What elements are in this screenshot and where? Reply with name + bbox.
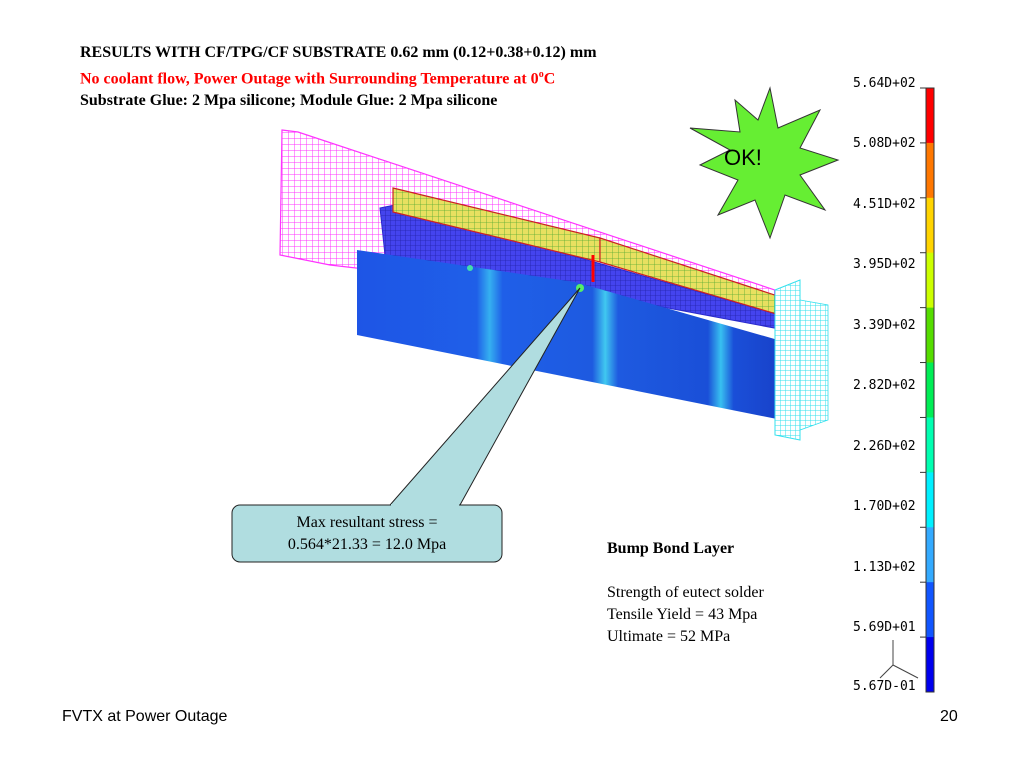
colorbar-label: 5.67D-01 [853,679,916,694]
end-mesh [774,279,801,441]
colorbar-band [926,307,934,364]
colorbar-band [926,582,934,638]
colorbar-band [926,637,934,693]
stress-point-2 [467,265,473,271]
colorbar-band [926,417,934,473]
degree-superscript: o [538,69,544,80]
slide-title-line2: No coolant flow, Power Outage with Surro… [80,64,597,90]
colorbar-label: 2.26D+02 [853,439,916,454]
callout-box [231,504,503,563]
slide-title-block: RESULTS WITH CF/TPG/CF SUBSTRATE 0.62 mm… [80,42,597,112]
colorbar-band [926,88,934,144]
colorbar-band [926,362,934,418]
colorbar-band [926,142,934,199]
stress-plate [357,250,785,420]
slide-title-line1: RESULTS WITH CF/TPG/CF SUBSTRATE 0.62 mm… [80,44,597,61]
axis-triad-icon [879,640,919,679]
bump-bond-heading: Bump Bond Layer [607,540,735,557]
page-number: 20 [940,708,958,725]
colorbar-band [926,472,934,528]
title-line2-text: No coolant flow, Power Outage with Surro… [80,70,539,88]
bump-bond-info: Bump Bond Layer Strength of eutect solde… [607,538,764,648]
callout-text: Max resultant stress = 0.564*21.33 = 12.… [232,512,502,556]
bump-bond-line2: Tensile Yield = 43 Mpa [607,606,758,623]
end-mesh-fringe [799,299,829,431]
colorbar-label: 3.39D+02 [853,318,916,333]
slide-title-line3: Substrate Glue: 2 Mpa silicone; Module G… [80,92,498,110]
colorbar-border [925,87,935,693]
colorbar-label: 2.82D+02 [853,378,916,393]
ok-starburst [689,86,840,240]
colorbar-label: 3.95D+02 [853,257,916,272]
colorbar-label: 4.51D+02 [853,197,916,212]
colorbar-label: 5.64D+02 [853,76,916,91]
colorbar-band [926,252,934,309]
bump-bond-line3: Ultimate = 52 MPa [607,628,731,645]
colorbar [920,87,935,693]
colorbar-band [926,527,934,583]
title-line2-unit: C [543,70,556,88]
colorbar-label: 5.69D+01 [853,620,916,635]
colorbar-label: 1.13D+02 [853,560,916,575]
ok-label: OK! [724,145,762,170]
spacer [607,560,764,582]
colorbar-label: 5.08D+02 [853,136,916,151]
footer-title: FVTX at Power Outage [62,708,228,725]
colorbar-band [926,197,934,254]
callout-line2: 0.564*21.33 = 12.0 Mpa [287,536,447,553]
bump-bond-line1: Strength of eutect solder [607,584,764,601]
callout-line1: Max resultant stress = [296,514,438,531]
colorbar-label: 1.70D+02 [853,499,916,514]
